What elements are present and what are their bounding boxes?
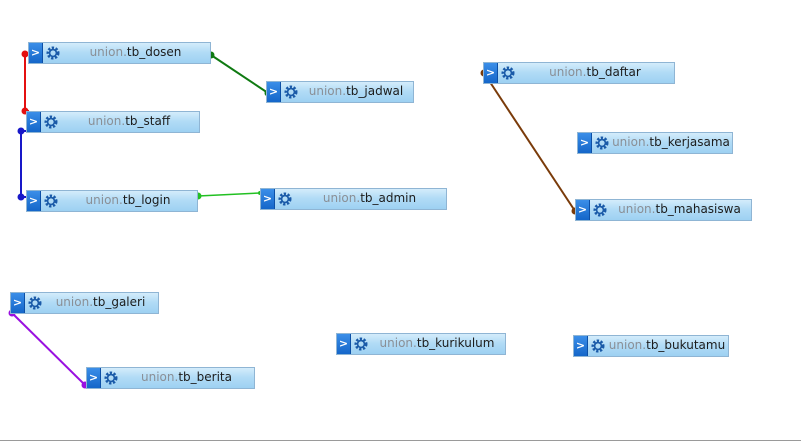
table-name: union.tb_galeri <box>45 293 156 313</box>
name-separator: . <box>123 45 127 59</box>
table-name-label: tb_kurikulum <box>416 336 495 350</box>
db-name: union <box>55 295 90 309</box>
gear-icon[interactable] <box>501 66 515 80</box>
table-tb_daftar[interactable]: > union.tb_daftar <box>483 62 675 84</box>
name-separator: . <box>89 295 94 309</box>
table-tb_berita[interactable]: > union.tb_berita <box>86 367 255 389</box>
table-tb_admin[interactable]: > union.tb_admin <box>260 188 447 210</box>
name-separator: . <box>174 370 179 384</box>
table-tb_galeri[interactable]: > union.tb_galeri <box>10 292 159 314</box>
table-name: union.tb_mahasiswa <box>610 200 749 220</box>
table-name: union.tb_admin <box>295 189 444 209</box>
table-name-label: tb_galeri <box>93 295 146 309</box>
table-name-label: tb_daftar <box>586 65 641 79</box>
name-separator: . <box>356 191 361 205</box>
relation-daftar-mahasiswa[interactable] <box>480 69 579 215</box>
relation-dosen-jadwal[interactable] <box>207 51 272 97</box>
toggle-columns-button[interactable]: > <box>574 336 588 356</box>
table-tb_kerjasama[interactable]: > union.tb_kerjasama <box>577 132 733 154</box>
table-name: union.tb_bukutamu <box>608 336 726 356</box>
relation-endpoint <box>17 127 25 135</box>
canvas-bottom-border <box>0 440 801 441</box>
table-name-label: tb_admin <box>360 191 417 205</box>
table-name-label: tb_staff <box>125 114 171 128</box>
relation-line <box>483 72 576 212</box>
name-separator: . <box>119 193 123 207</box>
db-name: union <box>308 84 343 98</box>
table-name: union.tb_staff <box>61 112 197 132</box>
name-separator: . <box>642 338 647 352</box>
db-name: union <box>85 193 120 207</box>
table-tb_staff[interactable]: > union.tb_staff <box>26 111 200 133</box>
table-tb_jadwal[interactable]: > union.tb_jadwal <box>266 81 414 103</box>
relation-line <box>210 54 269 94</box>
toggle-columns-button[interactable]: > <box>578 133 592 153</box>
gear-icon[interactable] <box>44 115 58 129</box>
name-separator: . <box>121 114 126 128</box>
gear-icon[interactable] <box>354 337 368 351</box>
relation-staff-login[interactable] <box>17 127 27 201</box>
table-name-label: tb_kerjasama <box>649 135 730 149</box>
relation-login-admin[interactable] <box>194 191 263 200</box>
relation-line <box>197 192 261 197</box>
db-name: union <box>618 202 652 216</box>
relation-line <box>11 312 86 386</box>
table-tb_login[interactable]: > union.tb_login <box>26 190 198 212</box>
db-name: union <box>549 65 583 79</box>
table-name-label: tb_login <box>122 193 171 207</box>
db-name: union <box>141 370 175 384</box>
db-name: union <box>89 45 124 59</box>
table-name: union.tb_jadwal <box>301 82 411 102</box>
toggle-columns-button[interactable]: > <box>484 63 498 83</box>
toggle-columns-button[interactable]: > <box>11 293 25 313</box>
name-separator: . <box>651 202 656 216</box>
toggle-columns-button[interactable]: > <box>337 334 351 354</box>
table-name-label: tb_jadwal <box>346 84 404 98</box>
name-separator: . <box>582 65 587 79</box>
toggle-columns-button[interactable]: > <box>87 368 101 388</box>
table-name-label: tb_berita <box>178 370 232 384</box>
relation-line <box>20 130 26 198</box>
gear-icon[interactable] <box>46 46 60 60</box>
gear-icon[interactable] <box>278 192 292 206</box>
db-name: union <box>608 338 643 352</box>
gear-icon[interactable] <box>593 203 607 217</box>
relation-endpoint <box>17 193 25 201</box>
toggle-columns-button[interactable]: > <box>29 43 43 63</box>
relation-galeri-berita[interactable] <box>8 309 89 389</box>
table-tb_bukutamu[interactable]: > union.tb_bukutamu <box>573 335 729 357</box>
gear-icon[interactable] <box>595 136 609 150</box>
table-name: union.tb_login <box>61 191 195 211</box>
db-name: union <box>87 114 122 128</box>
table-name-label: tb_bukutamu <box>646 338 726 352</box>
gear-icon[interactable] <box>28 296 42 310</box>
table-tb_mahasiswa[interactable]: > union.tb_mahasiswa <box>575 199 752 221</box>
table-name: union.tb_kerjasama <box>612 133 730 153</box>
gear-icon[interactable] <box>284 85 298 99</box>
table-tb_kurikulum[interactable]: > union.tb_kurikulum <box>336 333 506 355</box>
table-name: union.tb_berita <box>121 368 252 388</box>
table-name: union.tb_daftar <box>518 63 672 83</box>
table-name-label: tb_dosen <box>126 45 182 59</box>
gear-icon[interactable] <box>44 194 58 208</box>
table-tb_dosen[interactable]: > union.tb_dosen <box>28 42 211 64</box>
table-name: union.tb_dosen <box>63 43 208 63</box>
db-name: union <box>322 191 357 205</box>
toggle-columns-button[interactable]: > <box>576 200 590 220</box>
gear-icon[interactable] <box>104 371 118 385</box>
toggle-columns-button[interactable]: > <box>27 112 41 132</box>
db-name: union <box>379 336 414 350</box>
toggle-columns-button[interactable]: > <box>267 82 281 102</box>
name-separator: . <box>413 336 417 350</box>
db-name: union <box>612 135 646 149</box>
toggle-columns-button[interactable]: > <box>261 189 275 209</box>
table-name-label: tb_mahasiswa <box>655 202 741 216</box>
name-separator: . <box>645 135 650 149</box>
name-separator: . <box>342 84 347 98</box>
table-name: union.tb_kurikulum <box>371 334 503 354</box>
gear-icon[interactable] <box>591 339 605 353</box>
toggle-columns-button[interactable]: > <box>27 191 41 211</box>
